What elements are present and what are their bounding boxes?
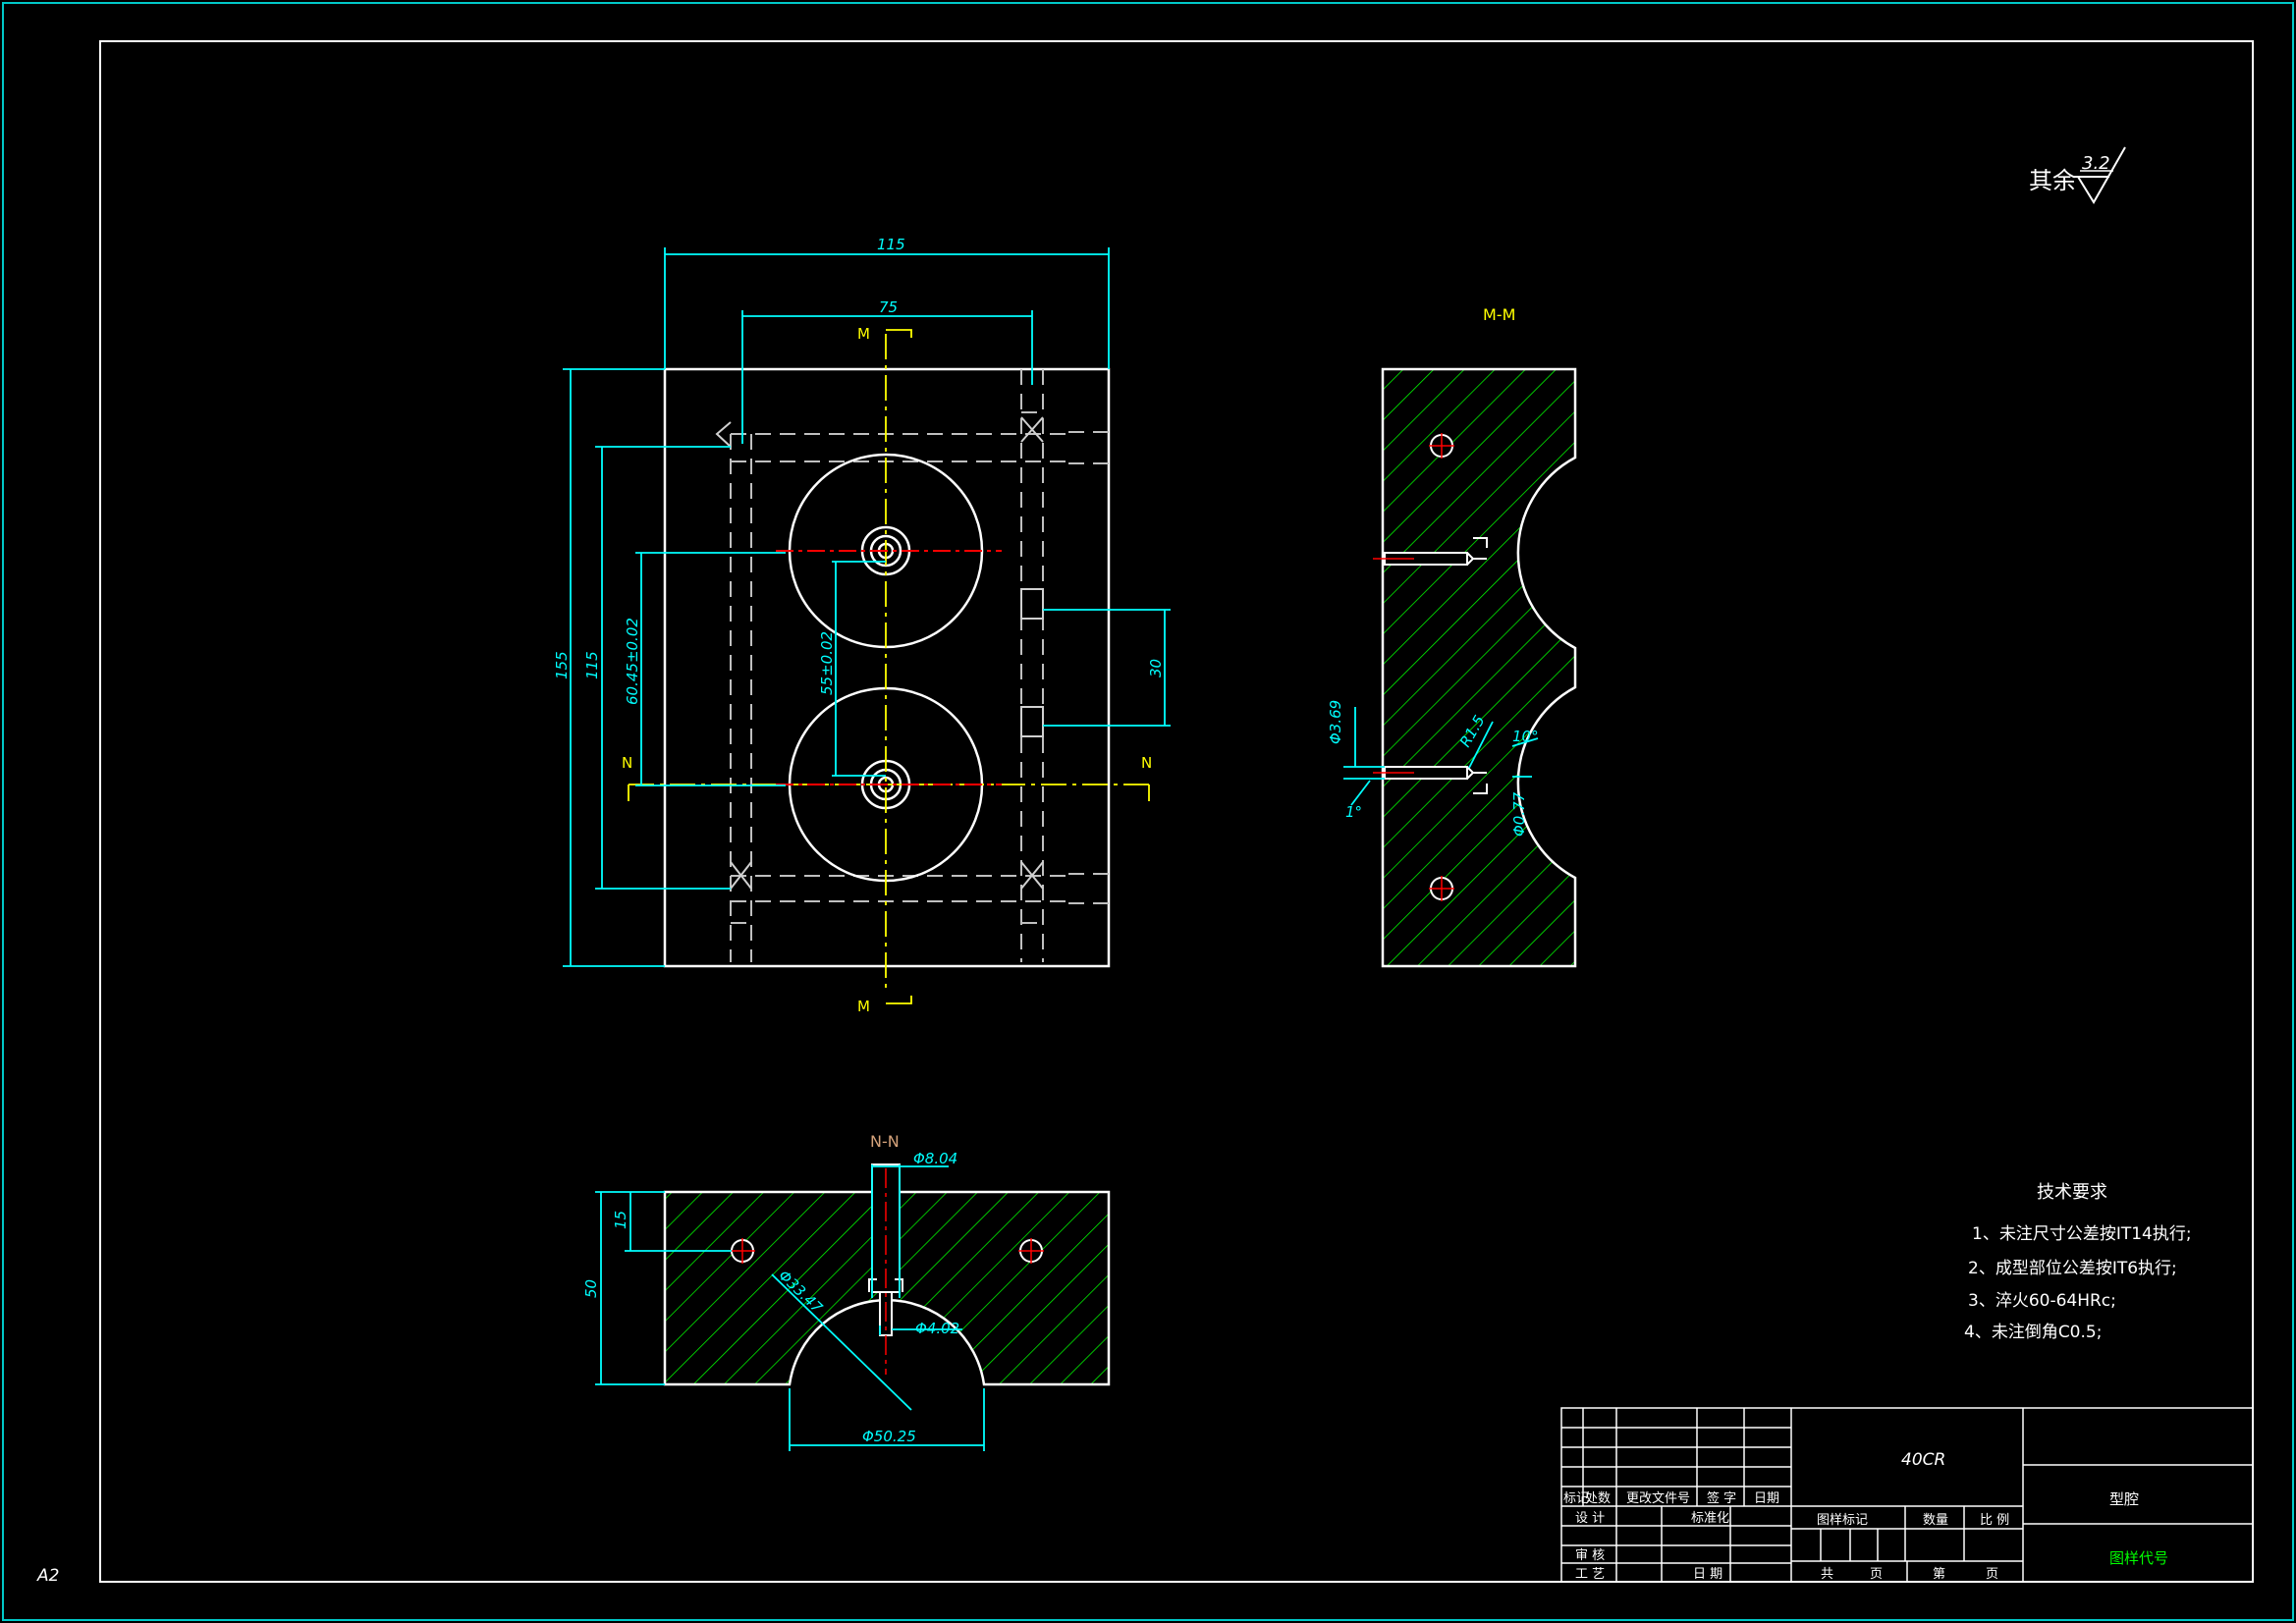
tb-sign: 签 字 [1707,1490,1736,1506]
tb-total: 共 [1821,1567,1833,1582]
title-part-name: 型腔 [2109,1490,2139,1508]
tb-scale: 比 例 [1980,1513,2009,1528]
section-mark-m-top: M [857,325,870,343]
section-mark-n-left: N [622,754,632,772]
dim-nn-d-mid: Φ4.02 [915,1320,959,1337]
dim-mm-angle-b: 1° [1345,803,1362,821]
tech-item-4: 4、未注倒角C0.5; [1964,1323,2102,1342]
section-m-m-title: M-M [1483,305,1515,324]
tech-item-3: 3、淬火60-64HRc; [1968,1291,2116,1311]
tb-page2: 页 [1986,1567,1998,1582]
tb-process: 工 艺 [1575,1567,1605,1582]
tech-item-1: 1、未注尺寸公差按IT14执行; [1972,1224,2192,1244]
title-drawing-no: 图样代号 [2109,1549,2168,1567]
tb-check: 审 核 [1575,1548,1605,1563]
tb-change-doc: 更改文件号 [1626,1491,1690,1506]
tb-stage-mark: 图样标记 [1817,1513,1868,1528]
dim-mm-d-small: Φ3.69 [1327,700,1344,744]
section-mark-m-bottom: M [857,998,870,1015]
dim-nn-d-cavity: Φ50.25 [862,1428,916,1445]
roughness-prefix: 其余 [2029,167,2076,194]
dim-pitch-b: 55±0.02 [818,631,836,695]
dim-nn-d-top: Φ8.04 [913,1150,957,1167]
technical-requirements: 技术要求 1、未注尺寸公差按IT14执行; 2、成型部位公差按IT6执行; 3、… [1964,1182,2192,1342]
centerlines [629,334,1149,992]
tech-title: 技术要求 [2037,1182,2107,1203]
dim-nn-h-hole: 15 [612,1211,629,1229]
dim-width-total: 115 [877,236,905,253]
dim-height-total: 155 [553,651,571,679]
roughness-value: 3.2 [2082,153,2110,174]
section-n-n: N-N [582,1132,1111,1451]
tb-mark: 标记 [1563,1491,1589,1506]
dim-spacing-right: 30 [1147,659,1165,677]
tb-page: 页 [1870,1567,1883,1582]
dim-pitch-a: 60.45±0.02 [624,618,641,705]
dim-width-holes: 75 [879,298,898,316]
tb-qty-mod: 处数 [1585,1491,1611,1506]
title-material: 40CR [1901,1450,1945,1470]
section-m-m: M-M Φ3.69 R1.5 10° [1327,305,1577,968]
sheet-size-code: A2 [36,1566,59,1586]
tech-item-2: 2、成型部位公差按IT6执行; [1968,1259,2177,1278]
tb-date1: 日期 [1754,1491,1779,1506]
dim-height-inner: 115 [583,651,601,679]
front-dimensions [563,247,1171,967]
tb-num: 第 [1933,1567,1945,1582]
inner-frame [99,40,2254,1583]
tb-standard: 标准化 [1691,1511,1729,1526]
tb-design: 设 计 [1575,1511,1605,1526]
tb-weight: 数量 [1923,1513,1948,1528]
tb-date2: 日 期 [1693,1567,1722,1582]
front-view: M M N N 115 75 [553,236,1171,1015]
dim-nn-h-total: 50 [582,1279,600,1298]
section-n-n-title: N-N [870,1132,900,1151]
section-mark-n-right: N [1141,754,1152,772]
dim-mm-angle-a: 10° [1512,728,1539,745]
dim-mm-d-tiny: Φ0.77 [1510,791,1528,837]
title-block: 40CR 型腔 图样代号 标记 处数 更改文件号 签 字 日期 设 计 标准化 … [1560,1407,2254,1583]
roughness-symbol: 其余 3.2 [2029,146,2126,204]
